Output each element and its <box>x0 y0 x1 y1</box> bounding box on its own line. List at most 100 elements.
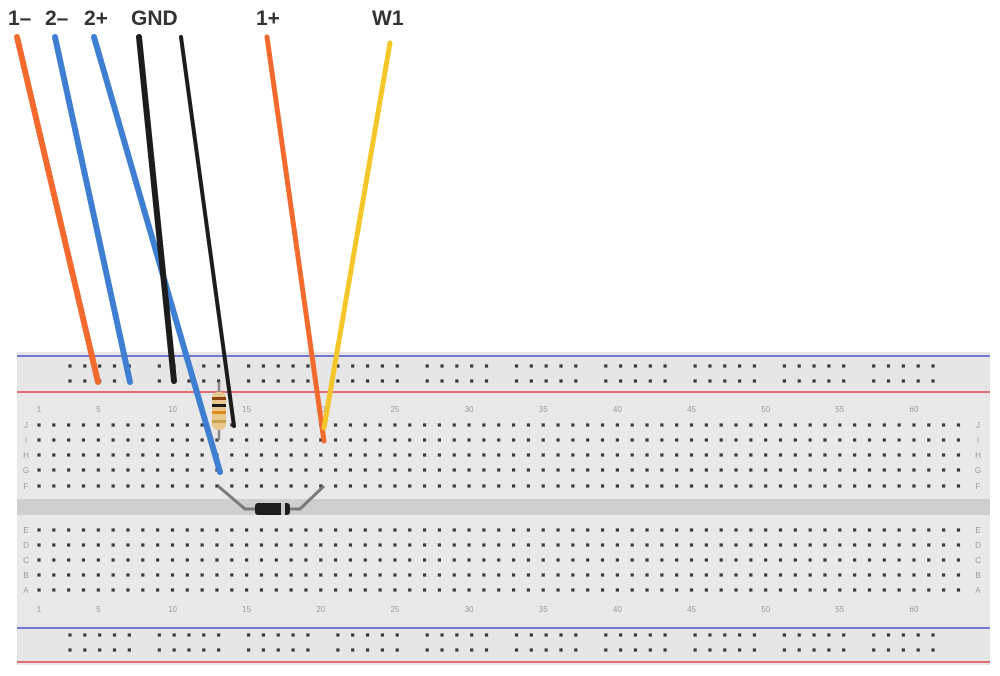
hole <box>927 484 931 488</box>
hole <box>393 543 397 547</box>
hole <box>808 423 812 427</box>
hole <box>289 438 293 442</box>
hole <box>274 573 278 577</box>
rail-hole <box>336 364 340 368</box>
rail-hole <box>127 648 131 652</box>
rail-hole <box>782 633 786 637</box>
hole <box>378 468 382 472</box>
hole <box>67 484 71 488</box>
hole <box>52 453 56 457</box>
hole <box>274 484 278 488</box>
hole <box>126 558 130 562</box>
rail-hole <box>336 633 340 637</box>
column-number: 25 <box>390 605 399 614</box>
hole <box>170 573 175 577</box>
hole <box>319 453 323 457</box>
hole <box>912 468 916 472</box>
hole <box>96 453 100 457</box>
rail-hole <box>901 633 905 637</box>
hole <box>422 468 427 472</box>
hole <box>348 484 353 488</box>
hole <box>67 438 71 442</box>
hole <box>437 543 442 547</box>
hole <box>200 558 204 562</box>
rail-hole <box>514 379 519 383</box>
wire-w1 <box>321 40 393 431</box>
hole <box>853 528 857 532</box>
hole <box>675 438 679 442</box>
hole <box>319 528 323 532</box>
rail-hole <box>931 379 935 383</box>
row-letter: C <box>975 556 981 565</box>
rail-hole <box>604 379 608 383</box>
row-letter: E <box>23 526 28 535</box>
hole <box>882 453 886 457</box>
column-number: 45 <box>687 605 696 614</box>
hole <box>141 528 145 532</box>
hole <box>141 438 145 442</box>
hole <box>497 573 501 577</box>
hole <box>289 453 293 457</box>
hole <box>259 484 264 488</box>
hole <box>497 438 501 442</box>
hole <box>734 543 738 547</box>
hole <box>823 573 827 577</box>
hole <box>81 573 86 577</box>
hole <box>111 573 115 577</box>
rail-hole <box>276 648 280 652</box>
rail-hole <box>455 379 459 383</box>
hole <box>867 438 872 442</box>
hole <box>81 423 86 427</box>
rail-hole <box>351 379 355 383</box>
hole <box>170 528 175 532</box>
column-number: 1 <box>37 405 42 414</box>
rail-hole <box>217 633 221 637</box>
diode-lead-left <box>217 484 256 511</box>
rail-hole <box>276 633 280 637</box>
hole <box>704 423 708 427</box>
hole <box>586 528 590 532</box>
hole <box>793 528 797 532</box>
wire-2-minus <box>52 34 133 385</box>
hole <box>660 423 664 427</box>
hole <box>867 468 872 472</box>
hole <box>942 543 946 547</box>
rail-hole <box>514 633 519 637</box>
hole <box>838 543 842 547</box>
hole <box>764 588 768 592</box>
rail-hole <box>202 648 206 652</box>
column-number: 25 <box>390 405 399 414</box>
column-number: 15 <box>242 605 251 614</box>
column-number: 30 <box>465 405 474 414</box>
hole <box>422 484 427 488</box>
hole <box>867 588 872 592</box>
hole <box>734 468 738 472</box>
hole <box>467 558 471 562</box>
hole <box>660 588 664 592</box>
column-number: 60 <box>910 605 919 614</box>
hole <box>719 573 723 577</box>
hole <box>245 528 249 532</box>
hole <box>185 528 189 532</box>
hole <box>274 453 278 457</box>
hole <box>37 453 41 457</box>
hole <box>215 528 219 532</box>
hole <box>942 453 946 457</box>
hole <box>511 588 516 592</box>
hole <box>408 588 412 592</box>
rail-hole <box>261 633 266 637</box>
column-number: 15 <box>242 405 251 414</box>
rail-hole <box>812 364 816 368</box>
hole <box>111 468 115 472</box>
hole <box>511 453 516 457</box>
rail-hole <box>827 633 831 637</box>
rail-hole <box>157 379 161 383</box>
hole <box>170 468 175 472</box>
rail-hole <box>633 379 638 383</box>
hole <box>289 558 293 562</box>
rail-hole <box>604 633 608 637</box>
column-number: 35 <box>539 405 548 414</box>
row-letter: D <box>975 541 981 550</box>
hole <box>719 543 723 547</box>
hole <box>912 558 916 562</box>
